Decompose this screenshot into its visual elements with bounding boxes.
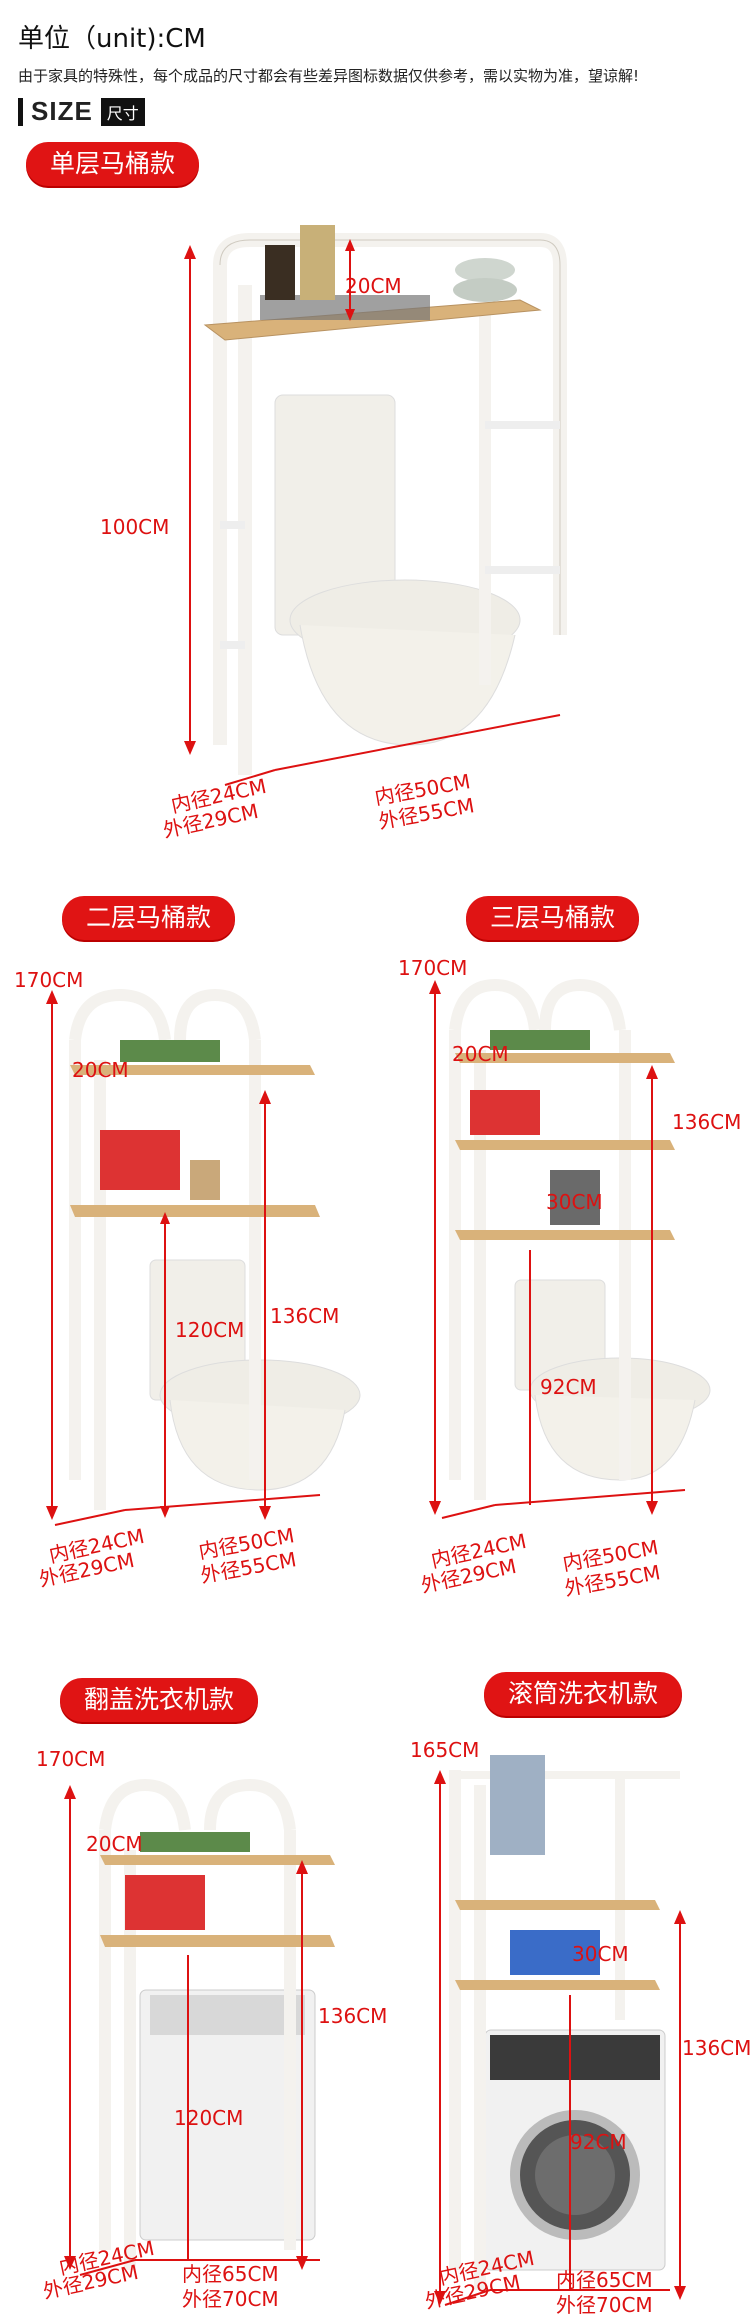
towel bbox=[453, 278, 517, 302]
dim-under-gap: 120CM bbox=[175, 1318, 245, 1342]
dim-inner-height: 136CM bbox=[682, 2036, 750, 2060]
dim-shelf-gap: 20CM bbox=[452, 1042, 509, 1066]
section-title-toploader: 翻盖洗衣机款 bbox=[60, 1678, 259, 1722]
header: 单位（unit):CM 由于家具的特殊性，每个成品的尺寸都会有些差异图标数据仅供… bbox=[18, 18, 738, 127]
unit-title: 单位（unit):CM bbox=[18, 24, 206, 54]
dim-inner-width: 内径65CM bbox=[182, 2262, 279, 2286]
dim-shelf-gap: 20CM bbox=[86, 1832, 143, 1856]
triple-shelf-figure bbox=[429, 978, 711, 1519]
dim-outer-width: 外径70CM bbox=[182, 2287, 279, 2311]
dim-height: 170CM bbox=[14, 968, 84, 992]
towel bbox=[455, 258, 515, 282]
dim-under-gap: 92CM bbox=[570, 2130, 627, 2154]
section-title-double: 二层马桶款 bbox=[62, 896, 236, 940]
dim-under-gap: 92CM bbox=[540, 1375, 597, 1399]
size-heading: SIZE 尺寸 bbox=[18, 96, 738, 127]
dim-inner-width: 内径65CM bbox=[556, 2268, 653, 2292]
dim-height: 170CM bbox=[36, 1747, 106, 1771]
section-title-frontloader: 滚筒洗衣机款 bbox=[484, 1672, 683, 1716]
section-title-single: 单层马桶款 bbox=[26, 142, 200, 186]
dim-inner-height: 136CM bbox=[270, 1304, 340, 1328]
size-tag: 尺寸 bbox=[100, 97, 145, 126]
dim-height: 100CM bbox=[100, 515, 170, 539]
dim-inner-height: 136CM bbox=[318, 2004, 388, 2028]
dim-shelf-gap: 20CM bbox=[345, 274, 402, 298]
size-bar bbox=[18, 97, 23, 126]
bottle bbox=[300, 225, 335, 300]
size-note: 由于家具的特殊性，每个成品的尺寸都会有些差异图标数据仅供参考，需以实物为准，望谅… bbox=[18, 67, 640, 85]
double-shelf-figure bbox=[46, 988, 361, 1526]
dim-height: 165CM bbox=[410, 1738, 480, 1762]
frontloader-shelf-figure bbox=[434, 1755, 686, 2306]
dim-mid-gap: 30CM bbox=[572, 1942, 629, 1966]
toploader-shelf-figure bbox=[64, 1778, 335, 2276]
dim-outer-width: 外径70CM bbox=[556, 2293, 653, 2317]
section-title-triple: 三层马桶款 bbox=[466, 896, 640, 940]
dim-inner-height: 136CM bbox=[672, 1110, 742, 1134]
toilet-bowl bbox=[299, 624, 516, 746]
single-shelf-figure bbox=[184, 225, 567, 786]
dim-mid-gap: 30CM bbox=[546, 1190, 603, 1214]
dim-under-gap: 120CM bbox=[174, 2106, 244, 2130]
dim-shelf-gap: 20CM bbox=[72, 1058, 129, 1082]
dim-height: 170CM bbox=[398, 956, 468, 980]
size-label: SIZE bbox=[31, 96, 93, 126]
bottle bbox=[265, 245, 295, 300]
